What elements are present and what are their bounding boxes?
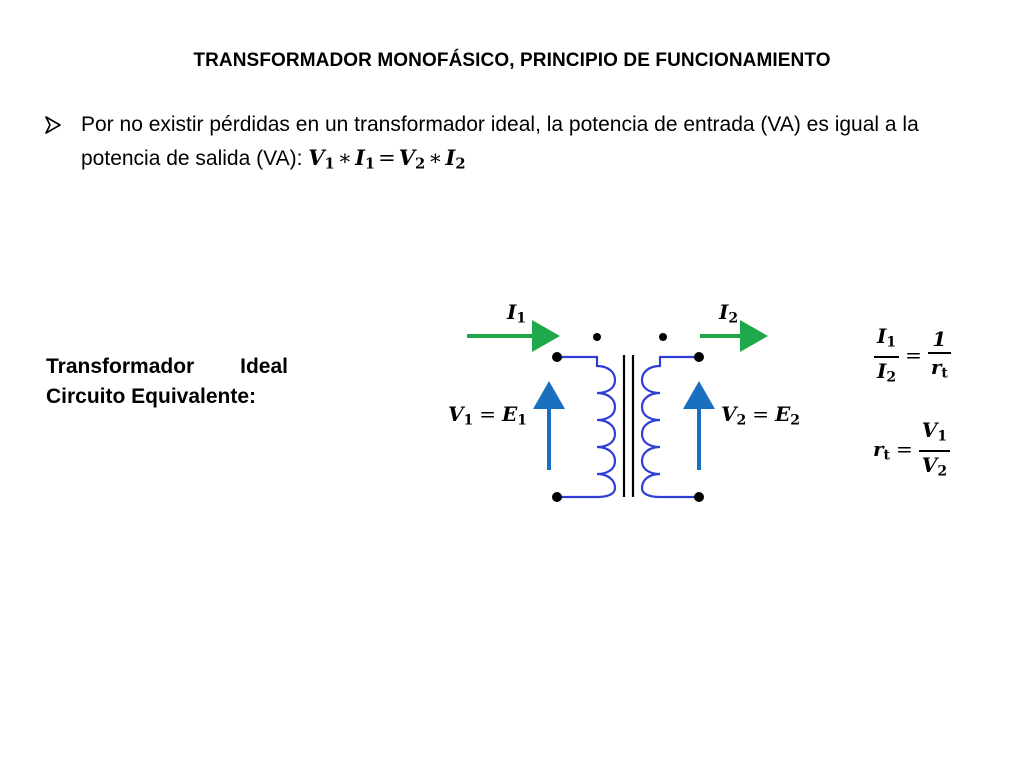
polarity-dot-primary	[593, 333, 601, 341]
current-ratio-formula: I1 I2 = 1 rt	[874, 323, 951, 390]
bullet-paragraph: Por no existir pérdidas en un transforma…	[44, 108, 994, 181]
primary-winding	[557, 355, 617, 499]
bullet-text: Por no existir pérdidas en un transforma…	[81, 113, 919, 170]
caption-word-ideal: Ideal	[240, 355, 288, 378]
terminal-secondary-bottom	[694, 492, 704, 502]
iron-core	[622, 355, 635, 497]
fraction-v1-over-v2: V1 V2	[918, 417, 951, 484]
current-label-i2: I2	[719, 300, 739, 327]
polarity-dot-secondary	[659, 333, 667, 341]
voltage-ratio-formula: rt= V1 V2	[873, 417, 951, 484]
caption-word-transformador: Transformador	[46, 355, 195, 378]
terminal-primary-bottom	[552, 492, 562, 502]
arrow-bullet-icon	[45, 116, 61, 134]
fraction-one-over-rt: 1 rt	[927, 326, 951, 387]
secondary-winding	[640, 355, 699, 499]
caption-line-2: Circuito Equivalente:	[46, 385, 257, 408]
current-label-i1: I1	[507, 300, 527, 327]
power-formula: V1∗I1=V2∗I2	[308, 145, 466, 173]
slide-title: TRANSFORMADOR MONOFÁSICO, PRINCIPIO DE F…	[193, 50, 831, 71]
voltage-label-secondary: V2=E2	[721, 402, 801, 429]
circuit-caption: Transformador Ideal Circuito Equivalente…	[46, 352, 288, 412]
terminal-primary-top	[552, 352, 562, 362]
voltage-label-primary: V1=E1	[448, 402, 528, 429]
fraction-i1-over-i2: I1 I2	[874, 323, 900, 390]
terminal-secondary-top	[694, 352, 704, 362]
